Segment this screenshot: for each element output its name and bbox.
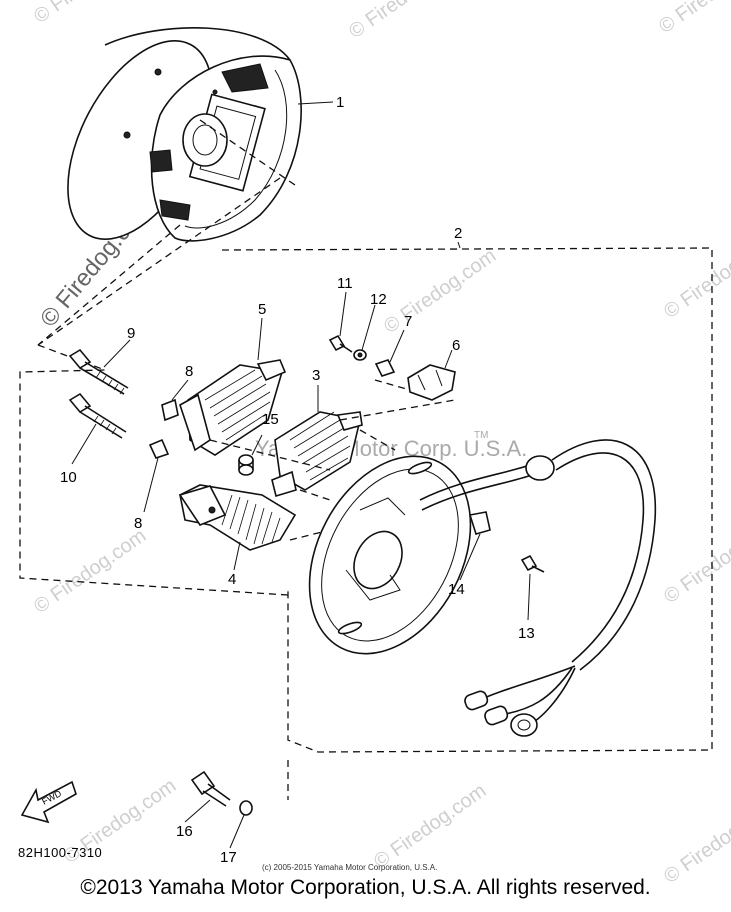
bolt-9 [68, 339, 131, 395]
assembly-line [37, 224, 181, 346]
callout-2: 2 [454, 225, 463, 242]
coil-5 [179, 317, 287, 456]
part-code: 82H100-7310 [18, 845, 103, 860]
callout-1: 1 [336, 94, 345, 111]
callout-9: 9 [127, 325, 136, 342]
watermark-tm: TM [474, 430, 489, 441]
bolt-10 [68, 392, 127, 465]
fwd-arrow-icon [20, 780, 77, 824]
assembly-line [37, 177, 281, 346]
callout-6: 6 [452, 337, 461, 354]
assembly-line [339, 399, 456, 421]
bolt-16 [184, 770, 231, 823]
spacer-15 [238, 434, 263, 476]
callout-11: 11 [337, 275, 353, 292]
callout-7: 7 [404, 313, 413, 330]
callout-8-upper: 8 [185, 363, 194, 380]
connector-6 [407, 349, 456, 401]
wire-harness [419, 439, 657, 737]
clamp-7 [374, 329, 405, 377]
coil-4 [178, 484, 297, 571]
callout-16: 16 [176, 823, 193, 840]
callout-5: 5 [258, 301, 267, 318]
assembly-line [289, 529, 331, 541]
copyright-notice: ©2013 Yamaha Motor Corporation, U.S.A. A… [80, 876, 651, 899]
callout-10: 10 [60, 469, 77, 486]
assembly-line [299, 489, 331, 501]
callout-14: 14 [448, 581, 465, 598]
callout-8-lower: 8 [134, 515, 143, 532]
washer-17 [229, 800, 253, 849]
assembly-boundary [19, 247, 713, 753]
callout-13: 13 [518, 625, 535, 642]
callout-4: 4 [228, 571, 237, 588]
assembly-line [359, 429, 396, 451]
screw-11 [328, 291, 353, 353]
callout-15: 15 [262, 411, 279, 428]
coil-3 [271, 385, 363, 498]
flywheel-rotor [67, 27, 334, 242]
assembly-line [209, 439, 331, 471]
callout-3: 3 [312, 367, 321, 384]
callout-12: 12 [370, 291, 387, 308]
assembly-line [374, 379, 411, 391]
small-copyright: (c) 2005-2015 Yamaha Motor Corporation, … [262, 863, 438, 872]
clip-8-lower [143, 438, 170, 513]
callout-17: 17 [220, 849, 237, 866]
screw-13 [520, 554, 545, 621]
washer-12 [353, 304, 376, 361]
clip-8-upper [161, 379, 189, 422]
